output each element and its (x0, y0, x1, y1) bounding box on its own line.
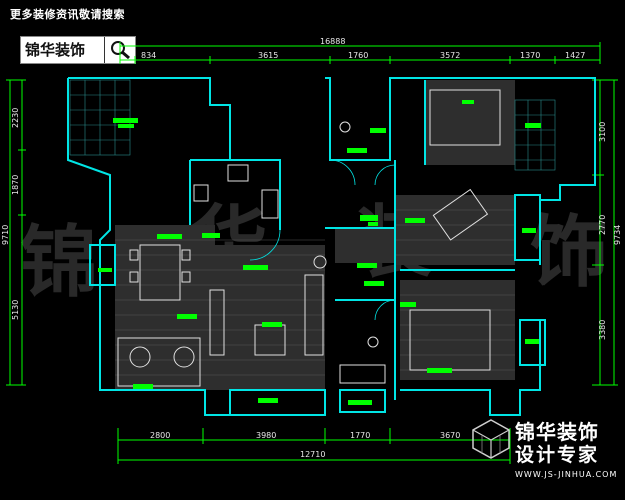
dim-left-1: 1870 (11, 175, 20, 195)
walls (67, 77, 596, 416)
dim-top-2: 1760 (348, 51, 368, 60)
bathtub (339, 364, 386, 384)
door-swings (249, 159, 396, 321)
dining-table (139, 244, 181, 301)
dim-bottom-total: 12710 (300, 450, 325, 459)
dim-right-2: 3380 (598, 320, 607, 340)
brand-line2: 设计专家 (515, 444, 600, 466)
dim-right-0: 3100 (598, 122, 607, 142)
search-icon[interactable] (105, 37, 135, 63)
bed-upper (429, 89, 501, 146)
left-dimension (6, 79, 26, 386)
brand-block: 锦华装饰 设计专家 WWW.JS-JINHUA.COM (515, 420, 617, 479)
dim-top-5: 1427 (565, 51, 585, 60)
sofa (304, 274, 324, 356)
floor-areas (115, 80, 515, 390)
dim-top-0: 834 (141, 51, 156, 60)
right-dimension (592, 79, 618, 386)
logo-text: 锦华装饰 (21, 37, 106, 63)
furniture (117, 89, 501, 387)
dim-top-1: 3615 (258, 51, 278, 60)
dim-bottom-3: 3670 (440, 431, 460, 440)
tv-cabinet (209, 289, 225, 356)
header-caption: 更多装修资讯敬请搜索 (10, 8, 125, 21)
dim-top-total: 16888 (320, 37, 345, 46)
watermark-char: 饰 (530, 207, 609, 298)
dim-left-total: 9710 (1, 225, 10, 245)
cube-logo-icon (472, 419, 510, 459)
top-dimension (119, 42, 601, 64)
watermark-char: 锦 (20, 217, 99, 308)
dim-top-3: 3572 (440, 51, 460, 60)
dim-top-4: 1370 (520, 51, 540, 60)
dim-left-0: 2230 (11, 108, 20, 128)
dim-bottom-2: 1770 (350, 431, 370, 440)
desk (432, 188, 489, 241)
dim-bottom-0: 2800 (150, 431, 170, 440)
brand-url: WWW.JS-JINHUA.COM (515, 470, 618, 479)
dim-bottom-1: 3980 (256, 431, 276, 440)
dim-right-1: 2770 (598, 215, 607, 235)
brand-line1: 锦华装饰 (515, 420, 599, 444)
dim-left-2: 5130 (11, 300, 20, 320)
room-labels (98, 100, 541, 405)
logo-search-box[interactable]: 锦华装饰 (20, 36, 136, 64)
dim-right-total: 9734 (613, 225, 622, 245)
bottom-dimension (117, 428, 511, 464)
